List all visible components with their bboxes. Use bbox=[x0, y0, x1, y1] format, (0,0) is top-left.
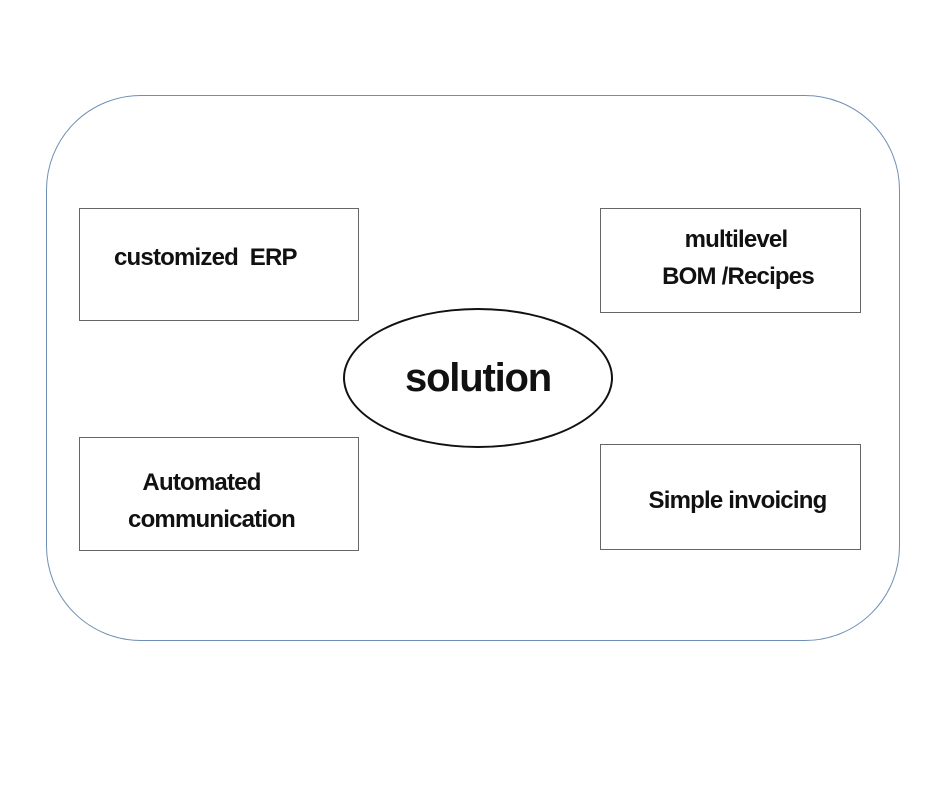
node-box-multilevel-bom bbox=[600, 208, 861, 313]
node-box-automated-communication bbox=[79, 437, 359, 551]
node-label-simple-invoicing: Simple invoicing bbox=[648, 487, 828, 514]
node-label-bom-recipes: BOM /Recipes bbox=[662, 263, 815, 290]
node-label-multilevel: multilevel bbox=[684, 226, 789, 253]
node-box-customized-erp bbox=[79, 208, 359, 321]
node-label-automated: Automated bbox=[142, 469, 261, 496]
node-box-simple-invoicing bbox=[600, 444, 861, 550]
node-label-customized-erp: customized ERP bbox=[114, 244, 298, 271]
node-label-communication: communication bbox=[128, 506, 296, 533]
center-label-solution: solution bbox=[405, 356, 552, 400]
center-ellipse bbox=[343, 308, 613, 448]
